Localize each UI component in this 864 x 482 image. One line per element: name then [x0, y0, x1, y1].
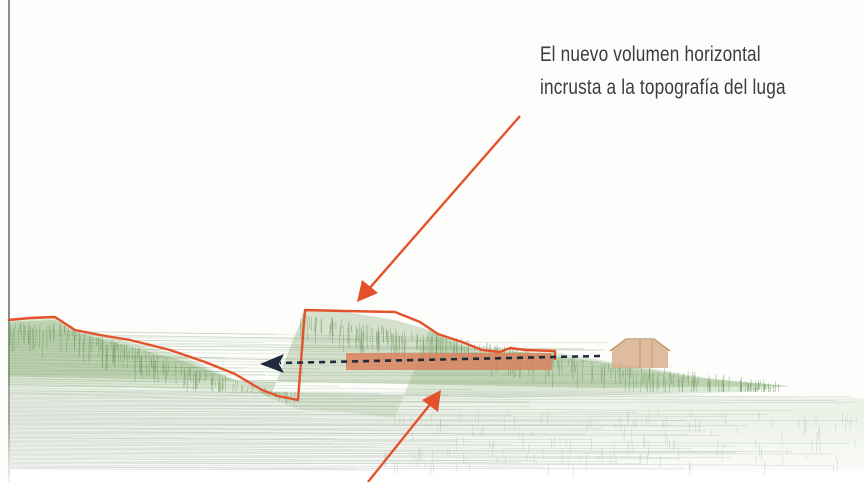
callout-arrow-top-line	[367, 115, 521, 291]
callout-arrow-bottom-head	[422, 390, 441, 412]
callout-arrow-top-head	[357, 280, 378, 302]
ground-fade	[8, 420, 864, 482]
direction-dashed-line	[279, 354, 601, 365]
annotation-text: El nuevo volumen horizontal incrusta a l…	[540, 38, 811, 104]
callout-arrow-bottom-line	[367, 401, 433, 482]
annotation-line-2: incrusta a la topografía del luga	[540, 76, 786, 99]
ground-lines	[9, 391, 857, 478]
frame-rule	[8, 0, 10, 482]
topography-profile-line	[7, 308, 557, 402]
terrain-mass	[8, 318, 790, 418]
arrow-left-icon	[260, 354, 284, 373]
annotation-line-1: El nuevo volumen horizontal	[540, 43, 761, 66]
house-icon	[609, 338, 671, 368]
